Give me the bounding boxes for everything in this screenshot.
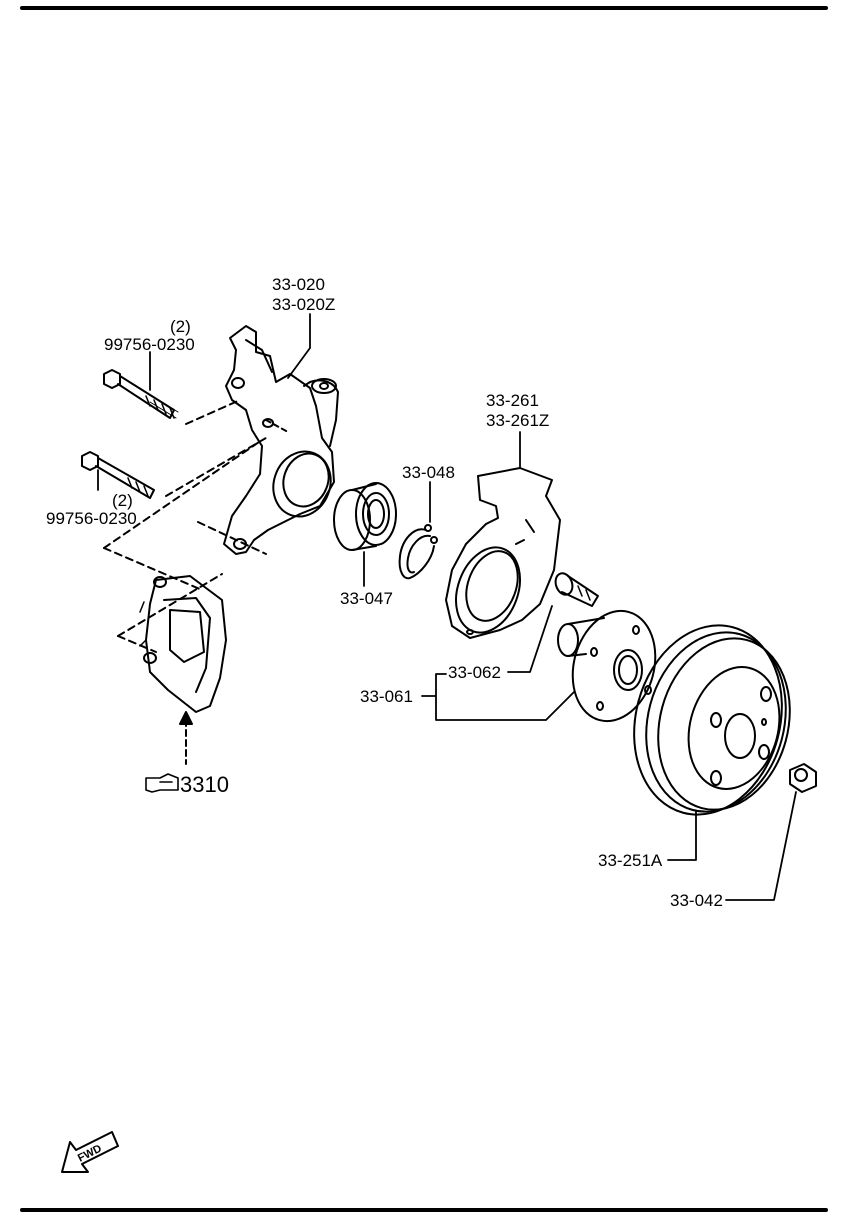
label-hub: 33-061 (360, 687, 413, 706)
label-knuckle-alt: 33-020Z (272, 295, 335, 314)
bolt-lower-guide (165, 437, 267, 497)
bolt-upper (103, 369, 179, 419)
label-knuckle: 33-020 (272, 275, 325, 294)
caliper-guide-lines (103, 439, 267, 653)
label-bolt-upper-qty: (2) (170, 317, 191, 336)
wheel-nut (789, 763, 817, 793)
label-snap-ring: 33-048 (402, 463, 455, 482)
label-bolt-upper-part: 99756-0230 (104, 335, 195, 354)
label-hub-bolt: 33-062 (448, 663, 501, 682)
label-bolt-lower-qty: (2) (112, 491, 133, 510)
brake-disc (633, 624, 791, 816)
bolt-upper-guide (185, 399, 241, 425)
steering-knuckle (223, 325, 339, 555)
label-bolt-lower-part: 99756-0230 (46, 509, 137, 528)
hub-bolt (554, 572, 599, 607)
label-dust-cover: 33-261 (486, 391, 539, 410)
label-disc: 33-251A (598, 851, 663, 870)
leader-lines (97, 313, 797, 901)
brake-caliper (139, 575, 227, 713)
bolt-lower (81, 451, 155, 499)
label-nut: 33-042 (670, 891, 723, 910)
fwd-arrow-icon: FWD (61, 1131, 119, 1173)
label-caliper-ref: 3310 (180, 772, 229, 797)
caliper-ref-arrowhead (179, 711, 193, 725)
pointing-hand-icon (145, 773, 179, 793)
dust-cover (445, 467, 561, 639)
snap-ring (398, 524, 438, 580)
wheel-hub (557, 609, 657, 723)
wheel-bearing (333, 482, 397, 551)
label-bearing: 33-047 (340, 589, 393, 608)
label-dust-cover-alt: 33-261Z (486, 411, 549, 430)
fwd-arrow-label: FWD (76, 1143, 104, 1165)
